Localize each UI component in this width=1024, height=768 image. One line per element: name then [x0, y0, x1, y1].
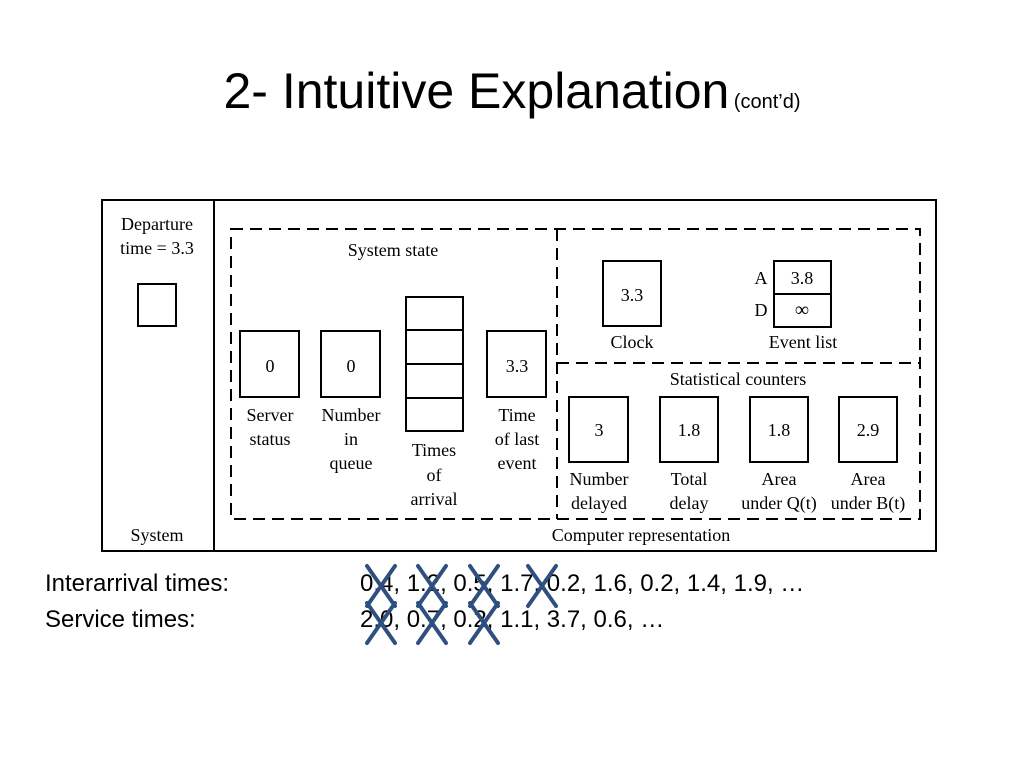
area-under-b-value: 2.9 — [857, 420, 880, 440]
title-sub: (cont’d) — [733, 91, 801, 113]
server-status-box — [239, 330, 300, 398]
times-of-arrival-label-3: arrival — [411, 489, 458, 509]
server-status-value: 0 — [266, 356, 275, 376]
number-in-queue-label-2: in — [344, 429, 358, 449]
total-delay-value: 1.8 — [678, 420, 701, 440]
computer-representation-label: Computer representation — [552, 525, 730, 545]
event-list-label: Event list — [769, 332, 838, 352]
event-list-departure-key: D — [755, 300, 768, 320]
server-status-label-2: status — [249, 429, 290, 449]
service-values: 2.0, 0.7, 0.2, 1.1, 3.7, 0.6, … — [360, 606, 665, 633]
clock-box — [602, 260, 662, 327]
computer-representation-region — [230, 228, 921, 520]
number-delayed-label-2: delayed — [571, 493, 627, 513]
interarrival-label: Interarrival times: — [45, 570, 230, 597]
number-in-queue-box — [320, 330, 381, 398]
clock-label: Clock — [611, 332, 654, 352]
event-list-departure-value: ∞ — [795, 299, 809, 321]
number-delayed-box — [568, 396, 629, 463]
number-in-queue-value: 0 — [347, 356, 356, 376]
area-under-q-label-1: Area — [762, 469, 797, 489]
service-label: Service times: — [45, 606, 196, 633]
time-of-last-event-value: 3.3 — [506, 356, 529, 376]
number-in-queue-label-1: Number — [322, 405, 381, 425]
total-delay-box — [659, 396, 719, 463]
area-under-b-label-1: Area — [851, 469, 886, 489]
system-state-label: System state — [348, 240, 439, 260]
server-status-label-1: Server — [247, 405, 294, 425]
total-delay-label-1: Total — [671, 469, 708, 489]
slide-title: 2- Intuitive Explanation (cont’d) — [0, 62, 1024, 120]
system-label: System — [130, 525, 183, 545]
departure-box — [137, 283, 177, 327]
time-of-last-event-label-2: of last — [495, 429, 540, 449]
event-list-arrival-key: A — [755, 268, 768, 288]
number-delayed-value: 3 — [595, 420, 604, 440]
times-of-arrival-label-1: Times — [412, 440, 456, 460]
area-under-q-value: 1.8 — [768, 420, 791, 440]
title-main: 2- Intuitive Explanation — [223, 63, 730, 119]
interarrival-values: 0.4, 1.2, 0.5, 1.7, 0.2, 1.6, 0.2, 1.4, … — [360, 570, 805, 597]
departure-label-2: time = 3.3 — [120, 238, 194, 258]
statistical-counters-label: Statistical counters — [670, 369, 806, 389]
total-delay-label-2: delay — [670, 493, 709, 513]
clock-value: 3.3 — [621, 285, 644, 305]
time-of-last-event-label-1: Time — [498, 405, 535, 425]
area-under-b-box — [838, 396, 898, 463]
number-delayed-label-1: Number — [570, 469, 629, 489]
time-of-last-event-box — [486, 330, 547, 398]
area-under-q-box — [749, 396, 809, 463]
times-of-arrival-label-2: of — [427, 465, 442, 485]
departure-label-1: Departure — [121, 214, 193, 234]
area-under-b-label-2: under B(t) — [831, 493, 905, 514]
area-under-q-label-2: under Q(t) — [741, 493, 816, 514]
outer-frame — [101, 199, 937, 552]
time-of-last-event-label-3: event — [498, 453, 537, 473]
number-in-queue-label-3: queue — [330, 453, 373, 473]
event-list-arrival-value: 3.8 — [791, 268, 814, 288]
